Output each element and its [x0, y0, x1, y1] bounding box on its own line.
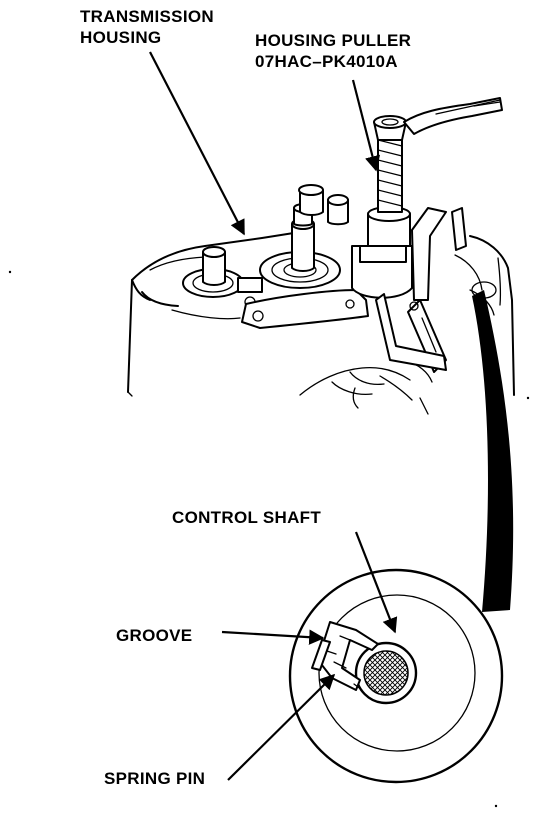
- transmission-housing-label-line2: HOUSING: [80, 28, 162, 47]
- housing-puller-label-line1: HOUSING PULLER: [255, 31, 412, 50]
- control-shaft-label: CONTROL SHAFT: [172, 508, 322, 527]
- zoom-connector: [472, 290, 514, 612]
- transmission-housing: [127, 231, 515, 415]
- zoom-source-circle: [471, 281, 497, 299]
- housing-puller-leader: [351, 79, 381, 172]
- spring-pin-label: SPRING PIN: [104, 769, 206, 788]
- shaft-bearing-left: [182, 246, 244, 298]
- transmission-housing-label-line1: TRANSMISSION: [80, 7, 214, 26]
- control-shaft-detail: [288, 568, 504, 784]
- detail-inner-ring: [318, 594, 476, 752]
- spring-pin-leader: [227, 673, 336, 781]
- transmission-housing-label: TRANSMISSION HOUSING: [80, 6, 214, 48]
- leader-lines: [149, 51, 398, 781]
- control-shaft-leader: [354, 531, 398, 634]
- housing-puller-tool: [241, 97, 503, 373]
- housing-puller-part-number: 07HAC–PK4010A: [255, 52, 398, 71]
- groove-leader: [221, 629, 325, 645]
- groove-label: GROOVE: [116, 626, 193, 645]
- housing-puller-label: HOUSING PULLER 07HAC–PK4010A: [255, 30, 411, 72]
- shaft-stubs-rear: [237, 184, 349, 308]
- transmission-housing-leader: [149, 51, 245, 236]
